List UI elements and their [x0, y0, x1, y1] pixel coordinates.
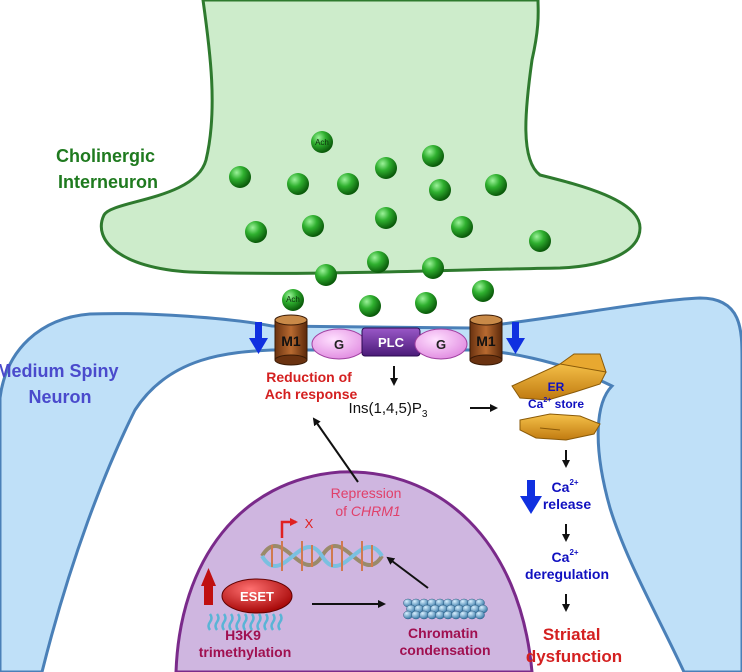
- m1-receptor-left: M1: [274, 314, 308, 366]
- histone-tail: [249, 613, 255, 631]
- ach-molecule: [472, 280, 494, 302]
- nucleosome-bead: [411, 610, 421, 620]
- reduction-label: Reduction of Ach response: [265, 369, 358, 402]
- ach-molecule: [375, 157, 397, 179]
- neuron-label: Medium Spiny Neuron: [0, 361, 124, 407]
- m1-label-right: M1: [476, 333, 496, 349]
- g-protein-left: G: [311, 328, 367, 360]
- blocked-mark: X: [305, 516, 314, 531]
- ach-molecule: [359, 295, 381, 317]
- nucleosome-bead: [459, 610, 469, 620]
- ca-dereg-label: Ca2+ deregulation: [525, 542, 609, 582]
- ach-label-bound: Ach: [286, 295, 300, 304]
- histone-tail: [256, 613, 262, 631]
- nucleosome-bead: [403, 610, 413, 620]
- ach-molecule: [311, 131, 333, 153]
- ach-molecule: [415, 292, 437, 314]
- outcome-label: Striatal dysfunction: [526, 625, 622, 666]
- down-arrow-icon: [249, 322, 268, 354]
- arrow-chromatin-to-dna: [386, 556, 429, 589]
- ach-molecule: [529, 230, 551, 252]
- ca-store-label: Ca2+ store: [528, 397, 584, 411]
- ach-molecule: [451, 216, 473, 238]
- ach-molecule: [485, 174, 507, 196]
- nucleosome-bead: [419, 610, 429, 620]
- transcription-start-icon: [280, 518, 298, 538]
- plc-enzyme: PLC: [361, 327, 421, 357]
- histone-tail: [242, 613, 248, 631]
- ach-molecule: [375, 207, 397, 229]
- ach-molecule: [245, 221, 267, 243]
- m1-receptor-right: M1: [469, 314, 503, 366]
- nucleosome-bead: [475, 610, 485, 620]
- nucleosome-bead: [427, 610, 437, 620]
- ach-molecules: [229, 131, 551, 317]
- ach-molecule: [315, 264, 337, 286]
- histone-tail: [207, 613, 213, 631]
- nucleosome-bead: [435, 610, 445, 620]
- ip3-label: Ins(1,4,5)P3: [349, 400, 428, 420]
- histone-tail: [277, 613, 283, 631]
- ach-molecule: [229, 166, 251, 188]
- histone-tail: [263, 613, 269, 631]
- interneuron-terminal: [99, 0, 642, 275]
- g-label-right: G: [436, 337, 446, 352]
- chromatin-label: Chromatin condensation: [399, 625, 490, 658]
- repression-label: Repression of CHRM1: [331, 485, 406, 519]
- g-label-left: G: [334, 337, 344, 352]
- nucleosome-bead: [467, 610, 477, 620]
- eset-enzyme: ESET: [221, 578, 293, 614]
- ach-molecule: [337, 173, 359, 195]
- receptor-complex: M1 G PLC G M1: [274, 314, 503, 366]
- ach-molecule: [429, 179, 451, 201]
- up-arrow-icon: [201, 568, 216, 605]
- g-protein-right: G: [414, 328, 468, 360]
- histone-tail: [228, 613, 234, 631]
- ach-molecule: [282, 289, 304, 311]
- ach-molecule: [367, 251, 389, 273]
- ach-molecule: [302, 215, 324, 237]
- ca-release-label: Ca2+ release: [543, 472, 591, 512]
- er-organelle: [511, 353, 607, 441]
- ach-label-top: Ach: [315, 138, 329, 147]
- histone-tails-icon: [207, 613, 283, 631]
- histone-tail: [221, 613, 227, 631]
- h3k9-label: H3K9 trimethylation: [199, 627, 292, 660]
- arrow-repression-to-reduction: [312, 417, 359, 483]
- nucleosome-bead: [451, 610, 461, 620]
- neuron-membrane: [0, 296, 742, 672]
- histone-tail: [214, 613, 220, 631]
- histone-tail: [235, 613, 241, 631]
- ach-molecule: [422, 257, 444, 279]
- histone-tail: [270, 613, 276, 631]
- down-arrow-icon: [520, 480, 542, 514]
- eset-label: ESET: [240, 589, 274, 604]
- ach-molecule: [287, 173, 309, 195]
- er-label: ER: [548, 380, 565, 394]
- dna-helix-icon: [260, 541, 384, 571]
- chromatin-icon: [403, 598, 488, 620]
- interneuron-label: Cholinergic Interneuron: [56, 146, 160, 192]
- plc-label: PLC: [378, 335, 405, 350]
- m1-label-left: M1: [281, 333, 301, 349]
- down-arrow-icon: [506, 322, 525, 354]
- nucleosome-bead: [443, 610, 453, 620]
- ach-molecule: [422, 145, 444, 167]
